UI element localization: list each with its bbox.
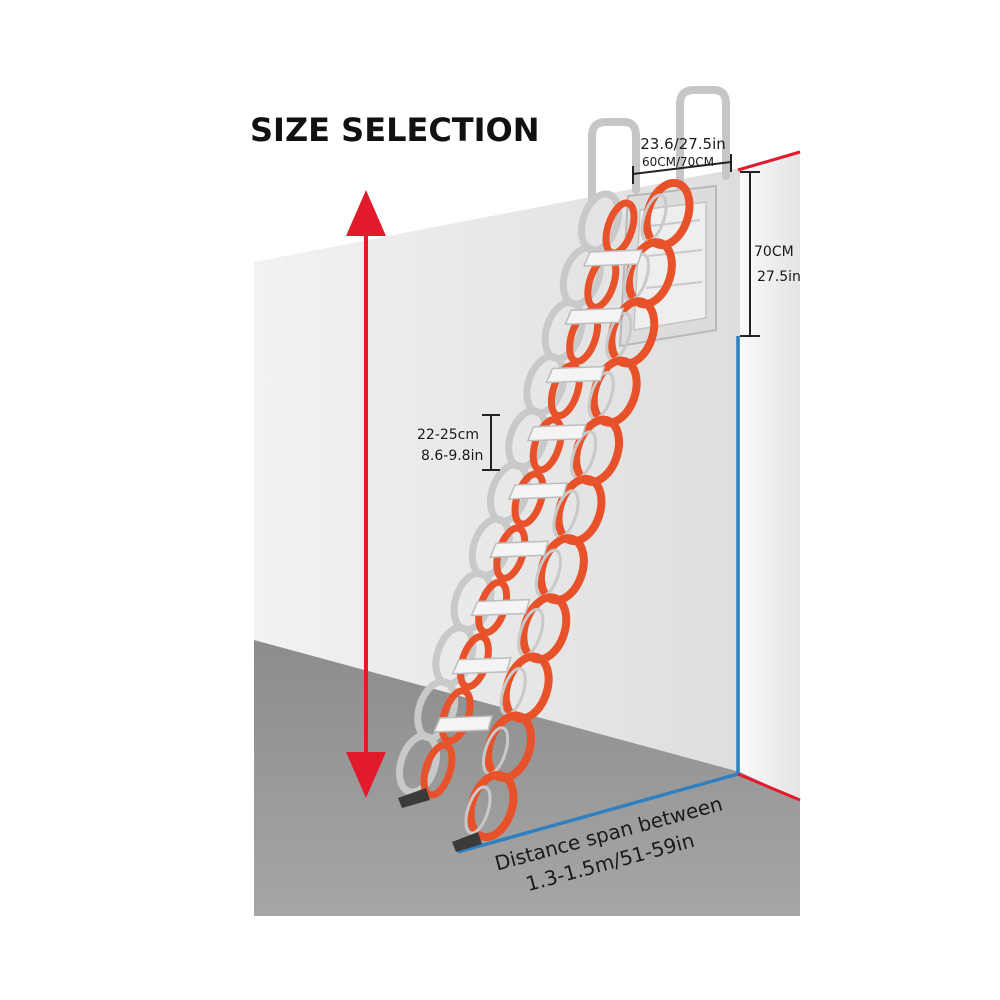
step-spacing-label-in: 8.6-9.8in (421, 448, 483, 464)
handrail-right (676, 86, 730, 190)
foot-right (452, 832, 482, 852)
ladder-step (470, 598, 531, 617)
floor-span-line-blue (457, 772, 739, 854)
width-label-in: 23.6/27.5in (640, 135, 726, 153)
width-label-cm: 60CM/70CM (642, 155, 714, 169)
ladder-step (451, 656, 512, 675)
ladder-link-left-orange (547, 362, 583, 420)
side-wall (740, 150, 800, 800)
ladder-link-left (396, 732, 440, 796)
ladder-link-left-orange (420, 741, 456, 799)
ladder-step (582, 249, 644, 267)
arrow-up-icon (346, 190, 386, 236)
ladder-link-right-silver (464, 785, 492, 835)
ladder-feet (398, 788, 482, 852)
floor-edge-red (737, 772, 801, 802)
edge-lines (457, 150, 801, 854)
ladder-link-right (466, 770, 518, 842)
handrails (588, 86, 730, 204)
width-dimension (632, 154, 732, 184)
ladder-step (526, 423, 587, 442)
mount-height-label-cm: 70CM (754, 244, 794, 260)
ladder-step (545, 365, 606, 384)
ladder-step (564, 307, 625, 326)
ladder-steps (432, 249, 644, 733)
page-title: SIZE SELECTION (250, 111, 540, 149)
foot-left (398, 788, 430, 808)
floor (254, 640, 800, 916)
height-arrow (346, 190, 386, 798)
handrail-left (588, 118, 640, 204)
ladder-step (489, 540, 550, 559)
folding-ladder (396, 86, 730, 852)
mount-height-label-in: 27.5in (757, 269, 801, 285)
arrow-down-icon (346, 752, 386, 798)
ladder-step (507, 482, 569, 500)
step-spacing-label-cm: 22-25cm (417, 427, 479, 443)
mount-height-dimension (740, 171, 760, 337)
step-spacing-dimension (482, 414, 500, 471)
top-edge-red (737, 150, 801, 172)
ladder-step (432, 715, 494, 733)
